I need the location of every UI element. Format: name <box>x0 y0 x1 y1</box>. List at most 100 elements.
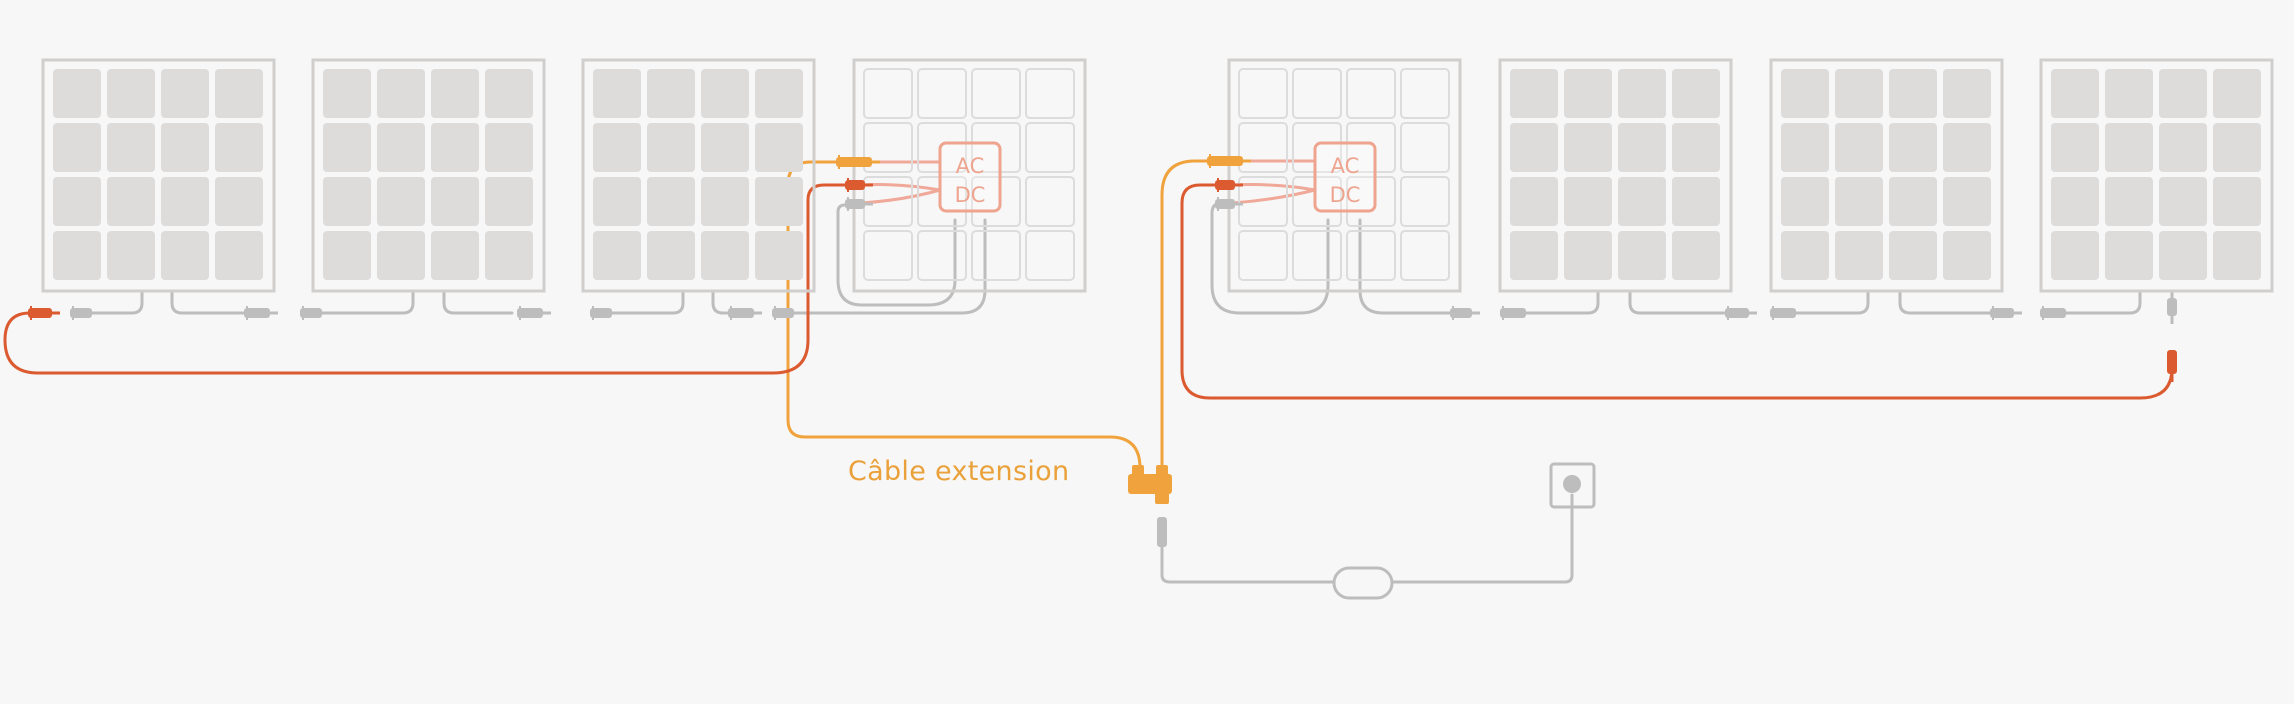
panel-cell <box>647 177 695 226</box>
panel-cell <box>1889 177 1937 226</box>
panel-cell <box>1510 123 1558 172</box>
panel-cell <box>161 231 209 280</box>
panel-cell <box>2051 231 2099 280</box>
panel-cell <box>1672 177 1720 226</box>
mc4-connector-icon <box>1215 178 1243 192</box>
panel-cell <box>53 231 101 280</box>
panel-cell <box>701 123 749 172</box>
mc4-connector-icon <box>590 306 620 320</box>
panel-cell <box>1346 176 1396 227</box>
grey-cable <box>613 289 685 315</box>
panel-cell <box>647 231 695 280</box>
grey-cable <box>1628 289 1727 315</box>
panel-cell <box>2213 123 2261 172</box>
panel-frame <box>311 58 546 293</box>
connector-body <box>28 308 52 318</box>
mc4-connector-icon <box>300 306 330 320</box>
panel-cell <box>1889 123 1937 172</box>
dc-lead <box>1230 183 1317 192</box>
panel-cell <box>107 69 155 118</box>
connector-body <box>1157 517 1167 547</box>
connector-body <box>2040 308 2066 318</box>
panel-cell <box>1781 177 1829 226</box>
dc-lead <box>860 188 942 205</box>
panel-cell <box>593 123 641 172</box>
panel-cell <box>107 231 155 280</box>
panel-cell <box>431 123 479 172</box>
panel-cell <box>1889 231 1937 280</box>
mc4-connector-icon <box>836 155 880 169</box>
mc4-connector-icon <box>1207 154 1251 168</box>
panel-cell <box>2051 177 2099 226</box>
mc4-connector-icon <box>1770 306 1804 320</box>
panel-cell <box>323 123 371 172</box>
splitter-port <box>1132 465 1144 477</box>
panel-cell <box>377 123 425 172</box>
fuse-body <box>1332 566 1394 600</box>
extension-cable-label: Câble extension <box>848 456 1070 487</box>
grey-cable <box>1210 201 1330 315</box>
panel-cell <box>485 69 533 118</box>
connector-body <box>845 180 865 190</box>
panel-cell <box>1346 68 1396 119</box>
solar-panel-icon <box>852 58 1087 293</box>
panel-cell <box>1943 231 1991 280</box>
panel-cell <box>323 177 371 226</box>
mc4-connector-icon <box>2167 298 2177 324</box>
connector-body <box>1990 308 2014 318</box>
panel-cell <box>755 177 803 226</box>
grey-cable <box>1898 289 1992 315</box>
panel-frame <box>2039 58 2274 293</box>
panel-cell <box>1400 176 1450 227</box>
grey-cable <box>836 203 957 307</box>
panel-cell <box>215 69 263 118</box>
panel-cell <box>1618 69 1666 118</box>
panel-cell <box>2159 123 2207 172</box>
solar-panel-icon <box>1498 58 1733 293</box>
panel-cell <box>161 177 209 226</box>
panel-cell <box>2213 231 2261 280</box>
socket-plug <box>1563 475 1581 493</box>
inline-fuse-icon <box>1332 566 1394 600</box>
output-cable <box>1390 493 1574 584</box>
panel-cell <box>107 123 155 172</box>
mc4-connector-icon <box>1725 306 1757 320</box>
wall-socket-icon <box>1549 462 1596 509</box>
panel-cell <box>1943 69 1991 118</box>
mc4-connector-icon <box>1157 517 1167 555</box>
panel-cell <box>1889 69 1937 118</box>
panel-cell <box>1943 177 1991 226</box>
panel-cell <box>377 177 425 226</box>
panel-frame <box>852 58 1087 293</box>
mc4-connector-icon <box>2167 350 2177 382</box>
grey-cable <box>170 289 246 315</box>
solar-panel-icon <box>41 58 276 293</box>
panel-cell <box>917 68 967 119</box>
mc4-connector-icon <box>845 178 873 192</box>
panel-cell <box>1292 230 1342 281</box>
connector-body <box>1450 308 1472 318</box>
grey-cable <box>1793 289 1870 315</box>
panel-cell <box>1238 230 1288 281</box>
panel-cell <box>1292 122 1342 173</box>
panel-cell <box>485 177 533 226</box>
inverter-ac-label: AC <box>1331 154 1360 178</box>
microinverter-box <box>938 141 1002 213</box>
panel-cell <box>1400 122 1450 173</box>
panel-frame <box>1227 58 1462 293</box>
panel-cell <box>701 69 749 118</box>
connector-body <box>1215 199 1235 209</box>
solar-panel-icon <box>1769 58 2004 293</box>
panel-cell <box>323 69 371 118</box>
panel-cell <box>1835 123 1883 172</box>
output-cable <box>1160 518 1336 584</box>
microinverter-box <box>1313 141 1377 213</box>
panel-cell <box>647 69 695 118</box>
solar-panel-icon <box>1227 58 1462 293</box>
connector-body <box>517 308 543 318</box>
panel-cell <box>2159 69 2207 118</box>
panel-cell <box>1672 69 1720 118</box>
connector-body <box>1770 308 1796 318</box>
